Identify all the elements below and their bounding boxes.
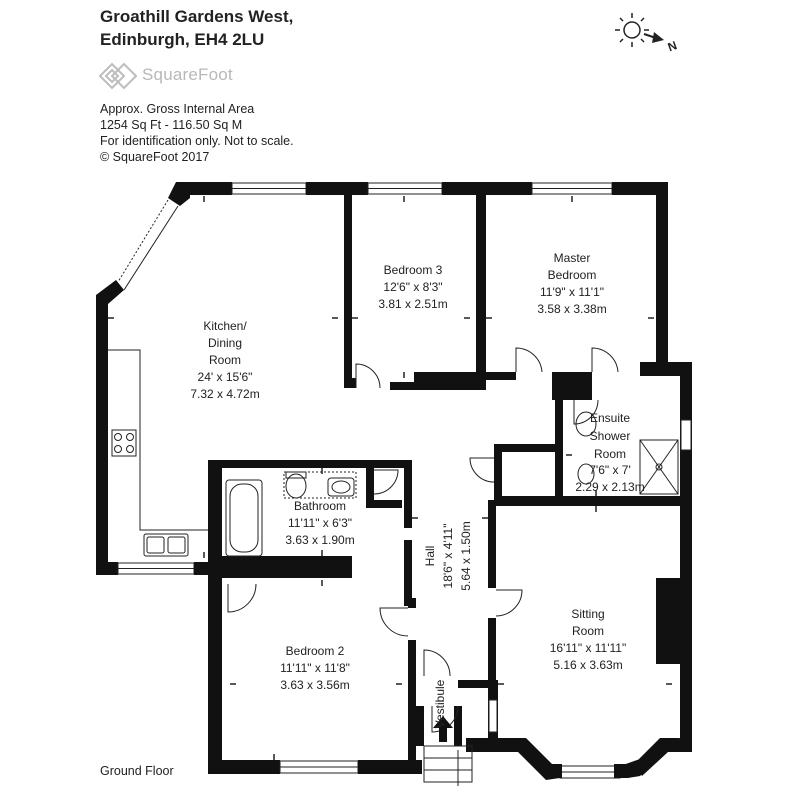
dimension-ticks — [108, 196, 672, 760]
ensuite-name-1: Ensuite — [590, 411, 630, 425]
hall-name: Hall — [423, 546, 437, 567]
area-title: Approx. Gross Internal Area — [100, 102, 255, 116]
inner-walls — [208, 192, 680, 786]
north-arrow-icon — [643, 32, 664, 43]
kitchen-metric: 7.32 x 4.72m — [190, 387, 259, 401]
kitchen-name-1: Kitchen/ — [203, 319, 247, 333]
squarefoot-logo-icon — [98, 62, 138, 90]
north-label: N — [666, 38, 679, 54]
kitchen-imperial: 24' x 15'6" — [198, 370, 253, 384]
sitting-metric: 5.16 x 3.63m — [553, 658, 622, 672]
sun-icon — [615, 13, 649, 47]
address-line-1: Groathill Gardens West, — [100, 7, 294, 26]
squarefoot-logo: SquareFoot — [96, 56, 256, 96]
master-name-1: Master — [554, 251, 591, 265]
bathroom-name: Bathroom — [294, 499, 346, 513]
bedroom3-metric: 3.81 x 2.51m — [378, 297, 447, 311]
sitting-name-2: Room — [572, 624, 604, 638]
ensuite-metric: 2.29 x 2.13m — [575, 480, 644, 494]
bedroom2-metric: 3.63 x 3.56m — [280, 678, 349, 692]
master-metric: 3.58 x 3.38m — [537, 302, 606, 316]
shower-tray-icon — [639, 439, 679, 495]
bedroom2-name: Bedroom 2 — [286, 644, 345, 658]
master-imperial: 11'9" x 11'1" — [540, 285, 604, 299]
doors — [227, 347, 619, 733]
copyright: © SquareFoot 2017 — [100, 150, 210, 164]
master-name-2: Bedroom — [548, 268, 597, 282]
ensuite-fixtures — [575, 411, 597, 485]
sitting-name-1: Sitting — [571, 607, 604, 621]
hall-metric: 5.64 x 1.50m — [459, 521, 473, 590]
ensuite-name-3: Room — [594, 447, 626, 461]
kitchen-counter — [108, 349, 208, 557]
bedroom3-imperial: 12'6" x 8'3" — [383, 280, 442, 294]
area-value: 1254 Sq Ft - 116.50 Sq M — [100, 118, 243, 132]
address-line-2: Edinburgh, EH4 2LU — [100, 30, 265, 49]
bathroom-imperial: 11'11" x 6'3" — [288, 516, 352, 530]
kitchen-name-2: Dining — [208, 336, 242, 350]
vestibule-name: Vestibule — [433, 679, 447, 728]
bathtub-icon — [225, 479, 263, 557]
ensuite-imperial: 7'6" x 7' — [589, 463, 631, 477]
brand-name: SquareFoot — [142, 65, 233, 84]
outer-walls — [96, 182, 692, 780]
disclaimer: For identification only. Not to scale. — [100, 134, 294, 148]
floor-label: Ground Floor — [100, 764, 174, 778]
bathroom-fixtures — [283, 471, 357, 499]
hall-imperial: 18'6" x 4'11" — [441, 524, 455, 589]
bedroom2-imperial: 11'11" x 11'8" — [280, 661, 350, 675]
bathroom-metric: 3.63 x 1.90m — [285, 533, 354, 547]
sitting-imperial: 16'11" x 11'11" — [550, 641, 627, 655]
ensuite-name-2: Shower — [590, 429, 631, 443]
entrance-arrow-icon — [433, 716, 453, 742]
kitchen-name-3: Room — [209, 353, 241, 367]
bedroom3-name: Bedroom 3 — [384, 263, 443, 277]
